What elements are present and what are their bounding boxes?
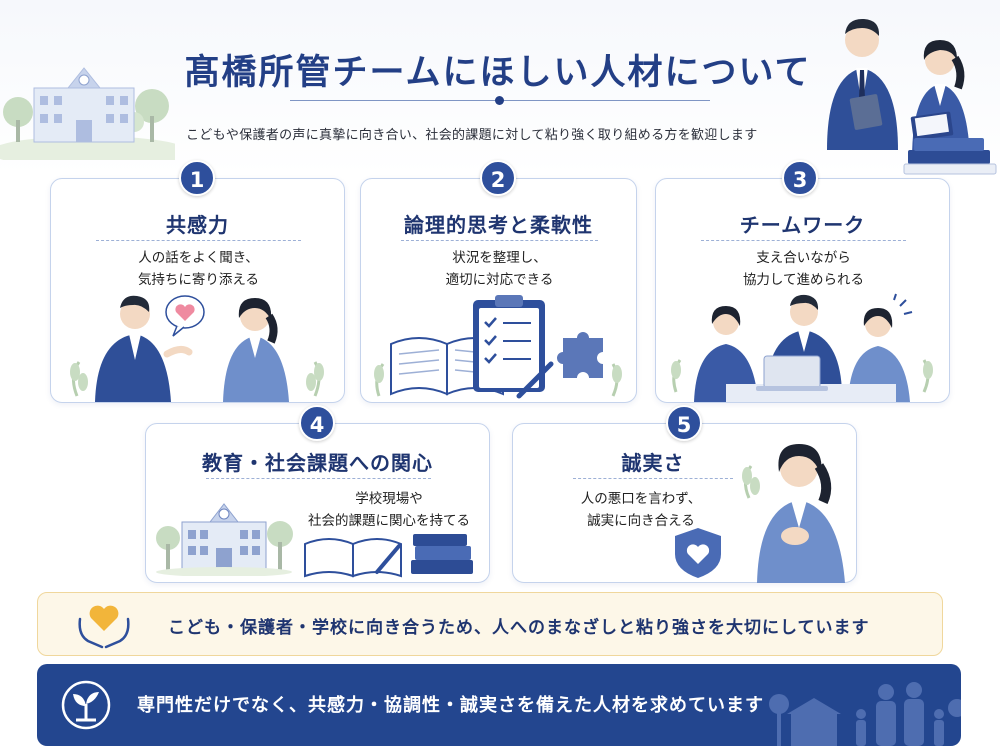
values-banner-text: こども・保護者・学校に向き合うため、人へのまなざしと粘り強さを大切にしています <box>168 618 870 638</box>
summary-banner-text: 専門性だけでなく、共感力・協調性・誠実さを備えた人材を求めています <box>137 695 764 716</box>
trait-card-empathy: 共感力 人の話をよく聞き、 気持ちに寄り添える <box>50 178 345 403</box>
card-description: 支え合いながら 協力して進められる <box>656 247 951 291</box>
team-meeting-illustration <box>671 293 933 402</box>
card-divider <box>401 240 598 241</box>
card-description-line: 適切に対応できる <box>445 272 554 288</box>
card-description: 人の悪口を言わず、 誠実に向き合える <box>531 488 751 532</box>
card-number-badge: 4 <box>299 405 335 441</box>
woman-hand-on-chest-illustration <box>742 444 845 583</box>
card-number-badge: 2 <box>480 160 516 196</box>
card-title: 誠実さ <box>621 451 685 475</box>
card-title: チームワーク <box>739 213 866 237</box>
card-description-line: 誠実に向き合える <box>587 513 695 529</box>
card-number-badge: 1 <box>179 160 215 196</box>
community-silhouette-illustration <box>769 682 961 746</box>
card-title: 論理的思考と柔軟性 <box>404 213 593 237</box>
summary-banner: 専門性だけでなく、共感力・協調性・誠実さを備えた人材を求めています <box>37 664 961 746</box>
sprout-icon <box>61 680 111 730</box>
shield-heart-icon <box>675 528 721 578</box>
card-number-badge: 5 <box>666 405 702 441</box>
card-description: 学校現場や 社会的課題に関心を持てる <box>294 488 484 532</box>
page-title: 髙橋所管チームにほしい人材について <box>184 53 812 93</box>
card-description-line: 学校現場や <box>355 491 423 507</box>
card-description-line: 人の悪口を言わず、 <box>580 491 702 507</box>
title-divider-dot <box>495 96 504 105</box>
school-building-illustration <box>0 67 175 160</box>
card-description-line: 社会的課題に関心を持てる <box>308 513 470 529</box>
card-divider <box>206 478 431 479</box>
heart-icon <box>175 304 195 321</box>
school-illustration <box>156 503 293 576</box>
card-description-line: 状況を整理し、 <box>452 250 547 266</box>
card-description-line: 気持ちに寄り添える <box>137 272 260 288</box>
card-title: 教育・社会課題への関心 <box>202 451 433 475</box>
card-title: 共感力 <box>166 213 229 237</box>
card-number-badge: 3 <box>782 160 818 196</box>
trait-card-social-interest: 教育・社会課題への関心 学校現場や 社会的課題に関心を持てる <box>145 423 490 583</box>
staff-people-illustration <box>827 18 997 175</box>
hands-heart-icon <box>78 605 130 649</box>
card-description-line: 支え合いながら <box>756 250 851 266</box>
trait-card-logical-thinking: 論理的思考と柔軟性 状況を整理し、 適切に対応できる <box>360 178 637 403</box>
puzzle-icon <box>557 332 603 378</box>
card-description: 人の話をよく聞き、 気持ちに寄り添える <box>51 247 346 291</box>
page-subtitle: こどもや保護者の声に真摯に向き合い、社会的課題に対して粘り強く取り組める方を歓迎… <box>186 128 758 143</box>
card-description-line: 人の話をよく聞き、 <box>138 250 259 266</box>
card-description-line: 協力して進められる <box>742 272 865 288</box>
conversation-illustration <box>70 295 324 402</box>
card-description: 状況を整理し、 適切に対応できる <box>361 247 638 291</box>
checklist-illustration <box>374 295 622 399</box>
card-divider <box>96 240 301 241</box>
values-banner: こども・保護者・学校に向き合うため、人へのまなざしと粘り強さを大切にしています <box>37 592 943 656</box>
card-divider <box>573 478 733 479</box>
trait-card-teamwork: チームワーク 支え合いながら 協力して進められる <box>655 178 950 403</box>
trait-card-sincerity: 誠実さ 人の悪口を言わず、 誠実に向き合える <box>512 423 857 583</box>
card-divider <box>701 240 906 241</box>
books-illustration <box>304 534 473 578</box>
